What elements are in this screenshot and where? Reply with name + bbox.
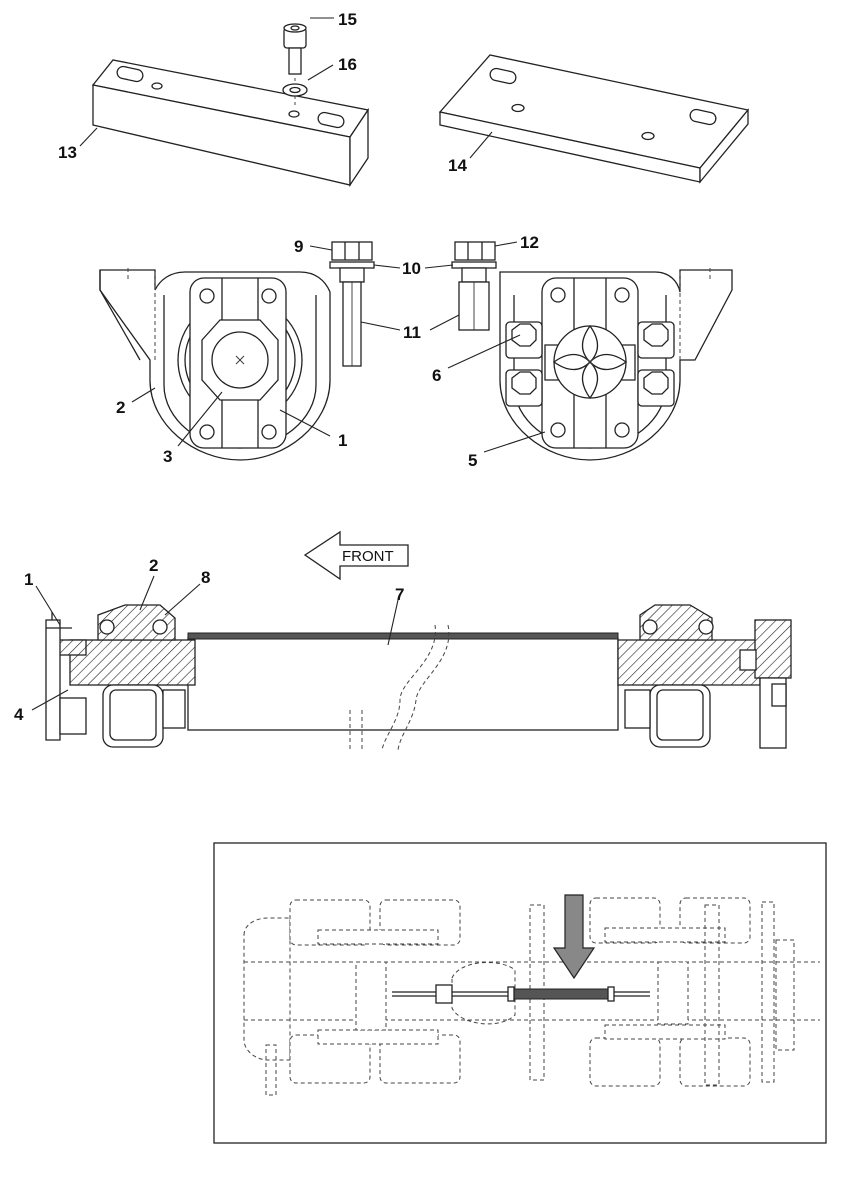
leader-lines [31,17,546,711]
callout-5: 5 [468,451,477,470]
bolt-12 [451,241,497,331]
plate-14 [438,54,750,184]
callout-3: 3 [163,447,172,466]
left-bearing-housing [99,268,331,461]
callout-15: 15 [338,10,357,29]
block-13 [91,59,370,188]
bolt-15 [283,23,307,108]
chassis-locator-inset [213,842,827,1144]
callout-8: 8 [201,568,210,587]
callout-7: 7 [395,585,404,604]
callout-12: 12 [520,233,539,252]
callout-1-top: 1 [338,431,347,450]
callout-10: 10 [402,259,421,278]
washer-16 [282,83,308,97]
shaft-section-view [45,604,792,751]
callout-2-section: 2 [149,556,158,575]
callout-16: 16 [338,55,357,74]
front-arrow: FRONT [303,530,409,581]
bolt-9 [329,241,375,367]
right-bearing-housing [499,268,733,461]
callout-9: 9 [294,237,303,256]
front-arrow-label: FRONT [342,548,394,565]
callout-6: 6 [432,366,441,385]
callout-labels: 15 16 13 14 9 12 10 11 2 3 1 6 5 1 2 8 7… [14,10,539,724]
callout-13: 13 [58,143,77,162]
callout-14: 14 [448,156,467,175]
callout-2-top: 2 [116,398,125,417]
callout-11: 11 [403,323,421,342]
callout-1-section: 1 [24,570,33,589]
callout-4: 4 [14,705,24,724]
